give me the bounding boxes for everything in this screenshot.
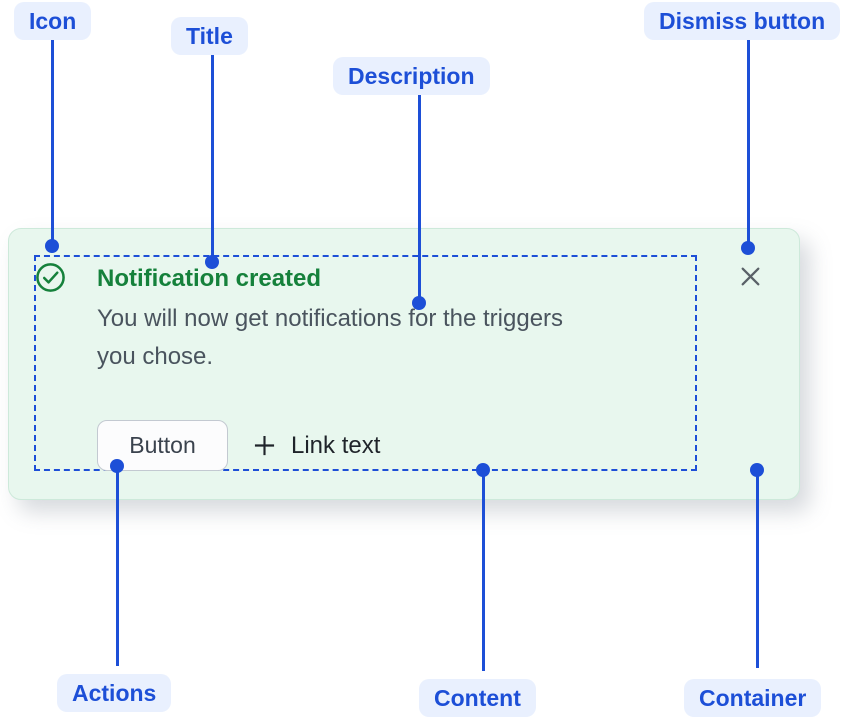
icon-connector-line <box>50 40 54 246</box>
label-actions: Actions <box>57 674 172 712</box>
content-connector-line <box>481 470 485 671</box>
title-connector-line <box>210 54 214 262</box>
close-icon <box>738 264 763 289</box>
label-description: Description <box>333 57 490 95</box>
check-circle-icon <box>35 262 66 293</box>
label-title: Title <box>171 17 248 55</box>
flag-description: You will now get notifications for the t… <box>97 300 563 376</box>
action-link-label: Link text <box>291 431 381 459</box>
flag-description-line: You will now get notifications for the t… <box>97 305 564 332</box>
plus-icon <box>251 432 278 459</box>
actions-connector-dot <box>110 459 124 473</box>
content-connector-dot <box>476 463 490 477</box>
actions-connector-line <box>115 466 119 666</box>
icon-connector-dot <box>45 239 59 253</box>
dismiss-connector-line <box>746 39 750 248</box>
flag-actions: Button Link text <box>97 420 380 471</box>
label-content: Content <box>419 679 536 717</box>
description-connector-dot <box>412 296 426 310</box>
content-region-outline <box>34 255 697 471</box>
container-connector-dot <box>750 463 764 477</box>
flag-container: Notification created You will now get no… <box>8 228 800 500</box>
flag-title: Notification created <box>97 265 322 292</box>
label-icon: Icon <box>14 2 92 40</box>
dismiss-connector-dot <box>741 241 755 255</box>
label-dismiss-button: Dismiss button <box>644 2 841 40</box>
action-link[interactable]: Link text <box>251 432 380 460</box>
label-container: Container <box>684 679 822 717</box>
dismiss-button[interactable] <box>731 257 769 295</box>
container-connector-line <box>755 470 759 668</box>
description-connector-line <box>417 94 421 303</box>
title-connector-dot <box>205 255 219 269</box>
flag-description-line: you chose. <box>97 343 214 370</box>
